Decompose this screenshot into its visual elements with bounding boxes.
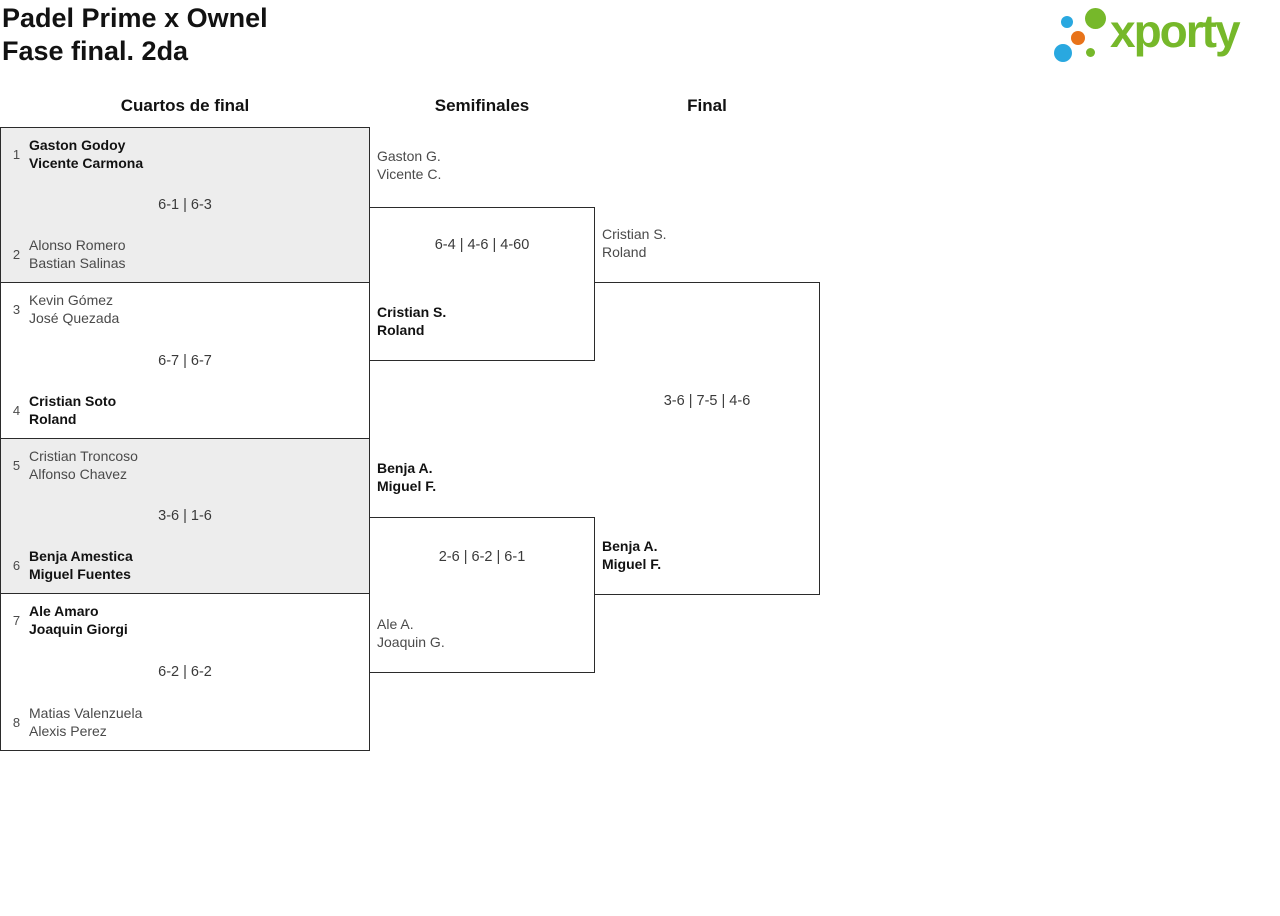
sf-match-2-box[interactable]	[369, 517, 595, 673]
qf-match-2[interactable]: 3 Kevin Gómez José Quezada 6-7 | 6-7 4 C…	[0, 282, 370, 439]
team-names: Cristian Troncoso Alfonso Chavez	[29, 448, 138, 483]
player-name: Vicente C.	[377, 166, 442, 182]
team-row: 2 Alonso Romero Bastian Salinas	[8, 237, 363, 272]
sf2-bottom-team: Ale A. Joaquin G.	[377, 615, 445, 651]
team-names: Ale Amaro Joaquin Giorgi	[29, 603, 128, 638]
player-name: Alexis Perez	[29, 722, 107, 739]
team-row: 5 Cristian Troncoso Alfonso Chavez	[8, 448, 363, 483]
player-name: Cristian S.	[602, 226, 667, 242]
logo-dot-icon	[1086, 48, 1095, 57]
player-name: Benja A.	[602, 538, 658, 554]
sf1-top-team: Gaston G. Vicente C.	[377, 147, 441, 183]
player-name: Roland	[602, 244, 647, 260]
player-name: Roland	[29, 410, 77, 427]
team-row: 1 Gaston Godoy Vicente Carmona	[8, 137, 363, 172]
match-score: 6-7 | 6-7	[158, 352, 212, 369]
final-top-team: Cristian S. Roland	[602, 225, 667, 261]
xporty-logo[interactable]: xporty	[1050, 4, 1276, 68]
seed-number: 6	[12, 558, 21, 573]
sf-match-1-box[interactable]	[369, 207, 595, 361]
match-score: 6-2 | 6-2	[158, 664, 212, 680]
team-row: 7 Ale Amaro Joaquin Giorgi	[8, 603, 363, 638]
team-names: Matias Valenzuela Alexis Perez	[29, 705, 142, 740]
team-names: Gaston Godoy Vicente Carmona	[29, 137, 143, 172]
player-name: Alfonso Chavez	[29, 465, 128, 482]
player-name: Cristian S.	[377, 304, 447, 320]
round-header-semifinales: Semifinales	[434, 96, 530, 115]
logo-dot-icon	[1085, 8, 1106, 29]
team-names: Benja Amestica Miguel Fuentes	[29, 548, 133, 583]
sf1-bottom-team: Cristian S. Roland	[377, 303, 446, 339]
final-score: 3-6 | 7-5 | 4-6	[663, 393, 751, 409]
player-name: Cristian Soto	[29, 393, 117, 409]
page-header: Padel Prime x Ownel Fase final. 2da	[2, 2, 268, 68]
match-score: 6-1 | 6-3	[158, 197, 212, 213]
team-names: Cristian Soto Roland	[29, 393, 116, 428]
logo-dot-icon	[1071, 31, 1085, 45]
player-name: Matias Valenzuela	[29, 705, 143, 721]
player-name: Joaquin Giorgi	[29, 620, 128, 637]
match-score: 3-6 | 1-6	[158, 508, 212, 524]
player-name: Ale Amaro	[29, 603, 99, 619]
player-name: Ale A.	[377, 616, 414, 632]
logo-text: xporty	[1110, 5, 1241, 57]
seed-number: 7	[12, 613, 21, 628]
player-name: Bastian Salinas	[29, 254, 126, 271]
player-name: Gaston G.	[377, 148, 441, 164]
qf-match-4[interactable]: 7 Ale Amaro Joaquin Giorgi 6-2 | 6-2 8 M…	[0, 593, 370, 751]
player-name: Miguel F.	[377, 478, 437, 494]
qf-match-3[interactable]: 5 Cristian Troncoso Alfonso Chavez 3-6 |…	[0, 438, 370, 594]
player-name: Miguel F.	[602, 556, 662, 572]
team-names: Alonso Romero Bastian Salinas	[29, 237, 126, 272]
player-name: Gaston Godoy	[29, 137, 126, 153]
player-name: Vicente Carmona	[29, 154, 144, 171]
player-name: Roland	[377, 322, 425, 338]
page-title: Padel Prime x Ownel	[2, 3, 268, 33]
logo-dot-icon	[1054, 44, 1072, 62]
seed-number: 4	[12, 403, 21, 418]
player-name: Cristian Troncoso	[29, 448, 138, 464]
round-header-cuartos: Cuartos de final	[120, 96, 250, 115]
seed-number: 5	[12, 458, 21, 473]
player-name: Alonso Romero	[29, 237, 126, 253]
player-name: Joaquin G.	[377, 634, 445, 650]
player-name: José Quezada	[29, 309, 120, 326]
page-subtitle: Fase final. 2da	[2, 36, 189, 66]
team-row: 6 Benja Amestica Miguel Fuentes	[8, 548, 363, 583]
seed-number: 2	[12, 247, 21, 262]
seed-number: 3	[12, 302, 21, 317]
player-name: Kevin Gómez	[29, 292, 114, 308]
sf2-top-team: Benja A. Miguel F.	[377, 459, 436, 495]
qf-match-1[interactable]: 1 Gaston Godoy Vicente Carmona 6-1 | 6-3…	[0, 127, 370, 283]
player-name: Benja Amestica	[29, 548, 133, 564]
seed-number: 1	[12, 147, 21, 162]
player-name: Miguel Fuentes	[29, 565, 131, 582]
team-row: 4 Cristian Soto Roland	[8, 393, 363, 428]
team-row: 3 Kevin Gómez José Quezada	[8, 292, 363, 327]
seed-number: 8	[12, 715, 21, 730]
sf1-score: 6-4 | 4-6 | 4-60	[434, 237, 530, 253]
round-header-final: Final	[687, 96, 727, 115]
team-names: Kevin Gómez José Quezada	[29, 292, 119, 327]
final-bottom-team: Benja A. Miguel F.	[602, 537, 661, 573]
player-name: Benja A.	[377, 460, 433, 476]
final-match-box[interactable]	[594, 282, 820, 595]
team-row: 8 Matias Valenzuela Alexis Perez	[8, 705, 363, 740]
logo-dot-icon	[1061, 16, 1073, 28]
sf2-score: 2-6 | 6-2 | 6-1	[438, 549, 526, 565]
